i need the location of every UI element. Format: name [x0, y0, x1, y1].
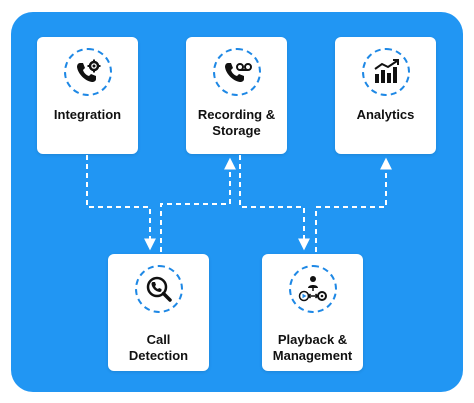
- playback-workflow-icon: [288, 265, 337, 313]
- analytics-label: Analytics: [356, 107, 415, 122]
- integration-card: Integration: [37, 37, 138, 154]
- connector-integration-to-call-detection: [86, 155, 156, 251]
- connector-recording-to-playback: [239, 155, 310, 251]
- call-detection-card: Call Detection: [108, 254, 209, 371]
- recording-storage-label: Recording & Storage: [197, 107, 276, 138]
- integration-label: Integration: [53, 107, 122, 122]
- connector-playback-to-analytics: [315, 157, 392, 252]
- recording-storage-card: Recording & Storage: [186, 37, 287, 154]
- playback-management-card: Playback & Management: [262, 254, 363, 371]
- connector-call-detection-to-recording: [160, 157, 236, 252]
- bar-chart-trend-icon: [361, 48, 410, 96]
- phone-search-icon: [134, 265, 183, 313]
- call-detection-label: Call Detection: [128, 332, 189, 363]
- analytics-card: Analytics: [335, 37, 436, 154]
- playback-management-label: Playback & Management: [272, 332, 353, 363]
- phone-voicemail-icon: [212, 48, 261, 96]
- phone-gear-icon: [63, 48, 112, 96]
